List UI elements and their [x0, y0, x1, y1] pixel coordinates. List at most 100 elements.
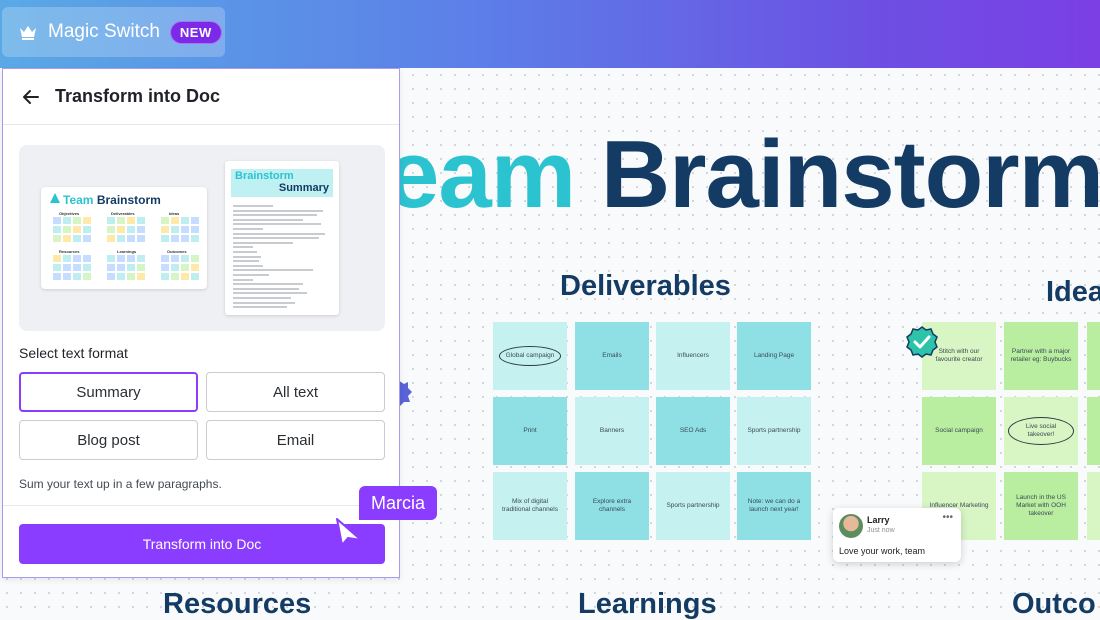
divider: [3, 505, 399, 506]
thumbnail-note: [53, 217, 61, 224]
doc-line: [233, 274, 269, 276]
thumbnail-note: [161, 235, 169, 242]
board-title-part2: Brainstorm: [600, 121, 1100, 228]
doc-line: [233, 241, 293, 244]
comment-author: Larry: [867, 515, 890, 525]
doc-line: [233, 237, 319, 240]
thumbnail-note: [127, 273, 135, 280]
thumbnail-note: [191, 217, 199, 224]
thumbnail-note: [83, 226, 91, 233]
thumbnail-note: [171, 273, 179, 280]
sticky-note[interactable]: [1087, 397, 1100, 465]
doc-line: [233, 306, 287, 309]
thumbnail-note: [73, 226, 81, 233]
magic-switch-button[interactable]: Magic Switch NEW: [2, 7, 225, 57]
thumbnail-note: [137, 235, 145, 242]
sticky-note[interactable]: Influencers: [656, 322, 730, 390]
sticky-note[interactable]: Note: we can do a launch next year!: [737, 472, 811, 540]
section-deliverables: Deliverables: [560, 270, 731, 302]
sticky-note[interactable]: Live social takeover!: [1004, 397, 1078, 465]
thumbnail-note: [117, 235, 125, 242]
top-bar: Magic Switch NEW: [0, 0, 1100, 68]
thumbnail-note: [107, 255, 115, 262]
decorative-gear-icon: [398, 380, 412, 408]
thumbnail-note: [137, 217, 145, 224]
sticky-note[interactable]: Launch in the US Market with OOH takeove…: [1004, 472, 1078, 540]
thumbnail-note: [161, 273, 169, 280]
sticky-note[interactable]: Partner with a major retailer eg: Buybuc…: [1004, 322, 1078, 390]
thumbnail-note: [117, 273, 125, 280]
thumbnail-note: [73, 235, 81, 242]
sticky-note[interactable]: Banners: [575, 397, 649, 465]
sticky-note[interactable]: Emails: [575, 322, 649, 390]
thumbnail-note: [53, 226, 61, 233]
sticky-note[interactable]: Social campaign: [922, 397, 996, 465]
sticky-note[interactable]: [1087, 472, 1100, 540]
thumbnail-note: [83, 273, 91, 280]
thumbnail-note: [181, 273, 189, 280]
option-email[interactable]: Email: [206, 420, 385, 460]
thumbnail-note: [73, 273, 81, 280]
sticky-note[interactable]: Explore extra channels: [575, 472, 649, 540]
sticky-note[interactable]: Stitch with our favourite creator: [922, 322, 996, 390]
comment-card[interactable]: Larry Just now ••• Love your work, team: [833, 508, 961, 562]
panel-title: Transform into Doc: [55, 86, 221, 106]
thumbnail-note: [161, 226, 169, 233]
sticky-note[interactable]: Sports partnership: [737, 397, 811, 465]
thumbnail-note: [161, 217, 169, 224]
format-label: Select text format: [19, 345, 128, 361]
sticky-note[interactable]: Print: [493, 397, 567, 465]
thumbnail-note: [137, 264, 145, 271]
thumbnail-note: [117, 226, 125, 233]
thumbnail-note: [107, 235, 115, 242]
comment-time: Just now: [867, 527, 895, 534]
thumbnail-note: [53, 273, 61, 280]
sticky-note[interactable]: [1087, 322, 1100, 390]
doc-thumbnail-header: Brainstorm Summary: [231, 169, 333, 197]
back-arrow-icon[interactable]: [21, 87, 41, 107]
doc-line: [233, 218, 303, 221]
thumbnail-note: [181, 217, 189, 224]
sticky-note[interactable]: Sports partnership: [656, 472, 730, 540]
thumbnail-note: [53, 264, 61, 271]
doc-line: [233, 297, 291, 299]
transform-into-doc-button[interactable]: Transform into Doc: [19, 524, 385, 564]
thumbnail-note: [107, 273, 115, 280]
thumbnail-label: Ideas: [169, 211, 180, 216]
thumbnail-note: [83, 255, 91, 262]
option-blog-post[interactable]: Blog post: [19, 420, 198, 460]
thumbnail-note: [181, 264, 189, 271]
thumbnail-note: [191, 235, 199, 242]
thumbnail-note: [63, 235, 71, 242]
check-badge-icon: [906, 326, 938, 358]
thumbnail-note: [117, 217, 125, 224]
comment-text: Love your work, team: [839, 546, 926, 556]
sticky-note[interactable]: SEO Ads: [656, 397, 730, 465]
thumbnail-note: [53, 235, 61, 242]
transform-panel: Transform into Doc Team Brainstorm Objec…: [2, 68, 400, 578]
sticky-note[interactable]: Global campaign: [493, 322, 567, 390]
thumbnail-title: Team Brainstorm: [63, 193, 161, 207]
sticky-note[interactable]: Landing Page: [737, 322, 811, 390]
thumbnail-note: [181, 255, 189, 262]
board-title: eam Brainstorm: [386, 120, 1100, 230]
thumbnail-note: [171, 264, 179, 271]
transform-preview: Team Brainstorm Objectives Deliverables …: [19, 145, 385, 331]
thumbnail-label: Learnings: [117, 249, 137, 254]
sticky-note[interactable]: Mix of digital traditional channels: [493, 472, 567, 540]
doc-line: [233, 269, 313, 272]
thumbnail-note: [117, 255, 125, 262]
thumbnail-note: [63, 264, 71, 271]
avatar: [839, 514, 863, 538]
doc-thumbnail-title-a: Brainstorm: [235, 170, 294, 182]
option-all-text[interactable]: All text: [206, 372, 385, 412]
doc-line: [233, 205, 273, 207]
doc-line: [233, 251, 257, 253]
doc-line: [233, 246, 253, 249]
thumbnail-note: [83, 235, 91, 242]
section-learnings: Learnings: [578, 588, 717, 620]
option-summary[interactable]: Summary: [19, 372, 198, 412]
thumbnail-note: [83, 217, 91, 224]
doc-line: [233, 301, 295, 304]
more-options-icon[interactable]: •••: [942, 512, 953, 523]
